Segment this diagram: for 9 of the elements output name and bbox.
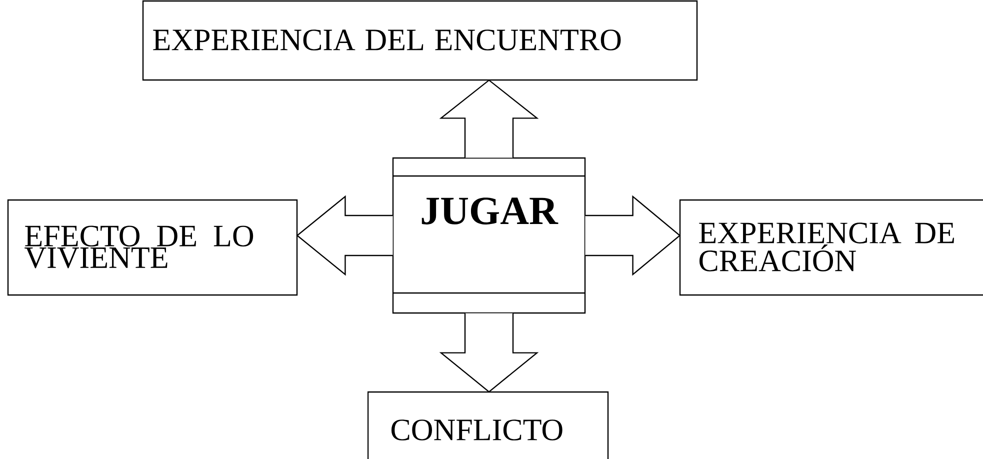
text-box: EFECTO DE LO VIVIENTE — [7, 199, 298, 296]
center-box: JUGAR — [392, 157, 586, 314]
block-arrow — [439, 312, 539, 393]
text-box: EXPERIENCIA DEL ENCUENTRO — [142, 0, 698, 81]
block-arrow — [439, 79, 539, 158]
text-box: CONFLICTO — [367, 391, 609, 459]
block-arrow — [296, 195, 394, 276]
text-box: EXPERIENCIA DE CREACIÓN — [679, 199, 983, 296]
block-arrow — [584, 195, 681, 276]
